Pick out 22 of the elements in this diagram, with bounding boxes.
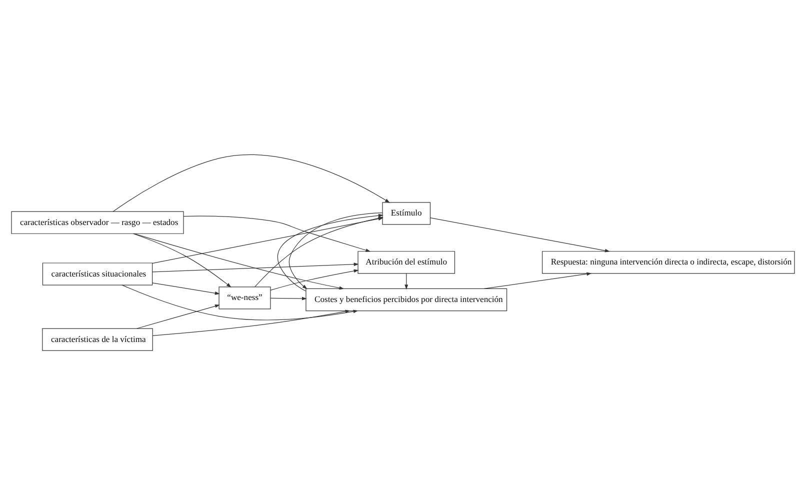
- arrow: [270, 296, 307, 300]
- node-box: Estímulo: [382, 202, 431, 224]
- arrow: [270, 268, 359, 290]
- node-box: Costes y beneficios percibidos por directa intervención: [306, 288, 508, 311]
- node-box: características observador — rasgo — estados: [11, 210, 184, 234]
- node-box: características situacionales: [42, 262, 153, 285]
- node-box: características de la víctima: [42, 328, 153, 350]
- node-box: “we-ness”: [218, 286, 271, 309]
- arrow: [430, 217, 610, 252]
- arrow: [152, 309, 350, 336]
- arrow: [132, 232, 232, 287]
- arrow: [134, 232, 344, 290]
- arrow: [183, 215, 371, 252]
- arrow: [152, 262, 359, 272]
- arrow: [152, 282, 220, 294]
- node-box: Respuesta: ninguna intervención directa o indirecta, escape, distorsión: [542, 250, 795, 274]
- node-box: Atribución del estímulo: [358, 250, 456, 274]
- arrow: [404, 272, 408, 290]
- arrow: [112, 154, 390, 212]
- arrow: [136, 304, 220, 328]
- arrow: [484, 272, 592, 289]
- arrow: [122, 284, 358, 320]
